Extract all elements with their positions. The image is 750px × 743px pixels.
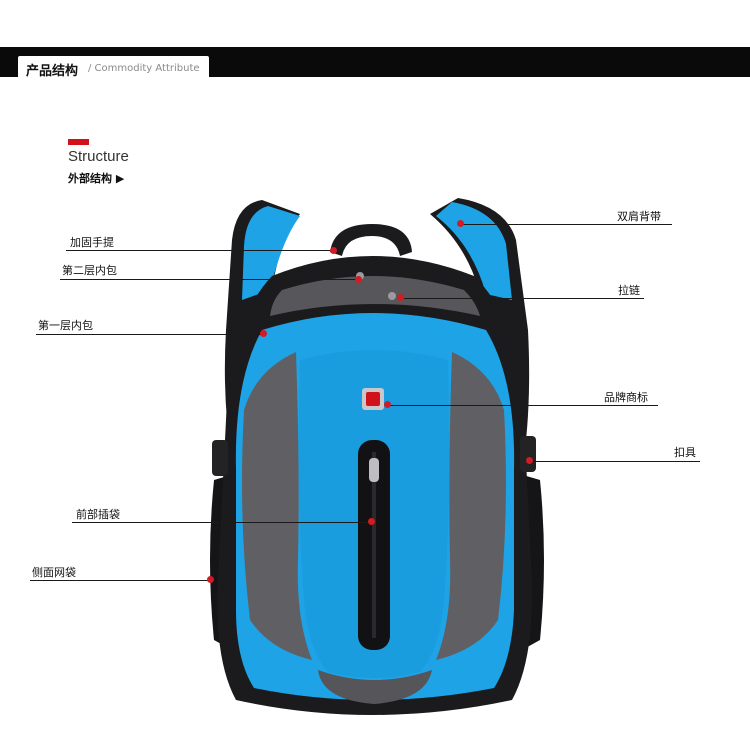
buckle-line — [530, 461, 700, 462]
structure-title-en: Structure — [68, 148, 129, 165]
buckle-dot — [526, 457, 533, 464]
handle-line — [66, 250, 333, 251]
top-handle — [330, 224, 412, 256]
logo-dot — [384, 401, 391, 408]
second-pocket — [270, 276, 480, 316]
right-strap-blue — [436, 202, 512, 300]
label-shoulder-straps: 双肩背带 — [617, 210, 661, 223]
front-panel-gray-right — [436, 352, 506, 660]
second-pocket-dot — [355, 276, 362, 283]
label-second-inner-pocket: 第二层内包 — [62, 264, 117, 277]
zipper-dot — [397, 294, 404, 301]
left-buckle — [212, 440, 228, 476]
label-zipper: 拉链 — [618, 284, 640, 297]
left-strap-blue — [242, 206, 300, 300]
label-buckle: 扣具 — [674, 446, 696, 459]
section-subtitle: / Commodity Attribute — [88, 63, 200, 74]
bottom-gray — [318, 670, 432, 704]
label-first-inner-pocket: 第一层内包 — [38, 319, 93, 332]
front-zip-line — [372, 452, 376, 638]
label-front-pocket: 前部插袋 — [76, 508, 120, 521]
label-brand-logo: 品牌商标 — [604, 391, 648, 404]
red-accent-mark — [68, 139, 89, 145]
handle-dot — [330, 247, 337, 254]
front-pocket-dot — [368, 518, 375, 525]
structure-title-cn: 外部结构 ▶ — [68, 172, 125, 185]
right-buckle — [520, 436, 536, 472]
mesh-pocket-line — [30, 580, 210, 581]
label-reinforced-handle: 加固手提 — [70, 236, 114, 249]
header-tab — [18, 56, 209, 79]
top-zip-pull-b — [388, 292, 396, 300]
logo-line — [388, 405, 658, 406]
straps-line — [462, 224, 672, 225]
front-zip-pull — [369, 458, 379, 482]
zipper-line — [402, 298, 644, 299]
second-pocket-line — [60, 279, 357, 280]
section-title: 产品结构 — [26, 64, 79, 79]
straps-dot — [457, 220, 464, 227]
first-pocket-line — [36, 334, 262, 335]
first-pocket-dot — [260, 330, 267, 337]
mesh-pocket-dot — [207, 576, 214, 583]
brand-logo-inner — [366, 392, 380, 406]
front-panel-gray-left — [242, 352, 312, 660]
front-pocket-line — [72, 522, 370, 523]
label-side-mesh-pocket: 侧面网袋 — [32, 566, 76, 579]
